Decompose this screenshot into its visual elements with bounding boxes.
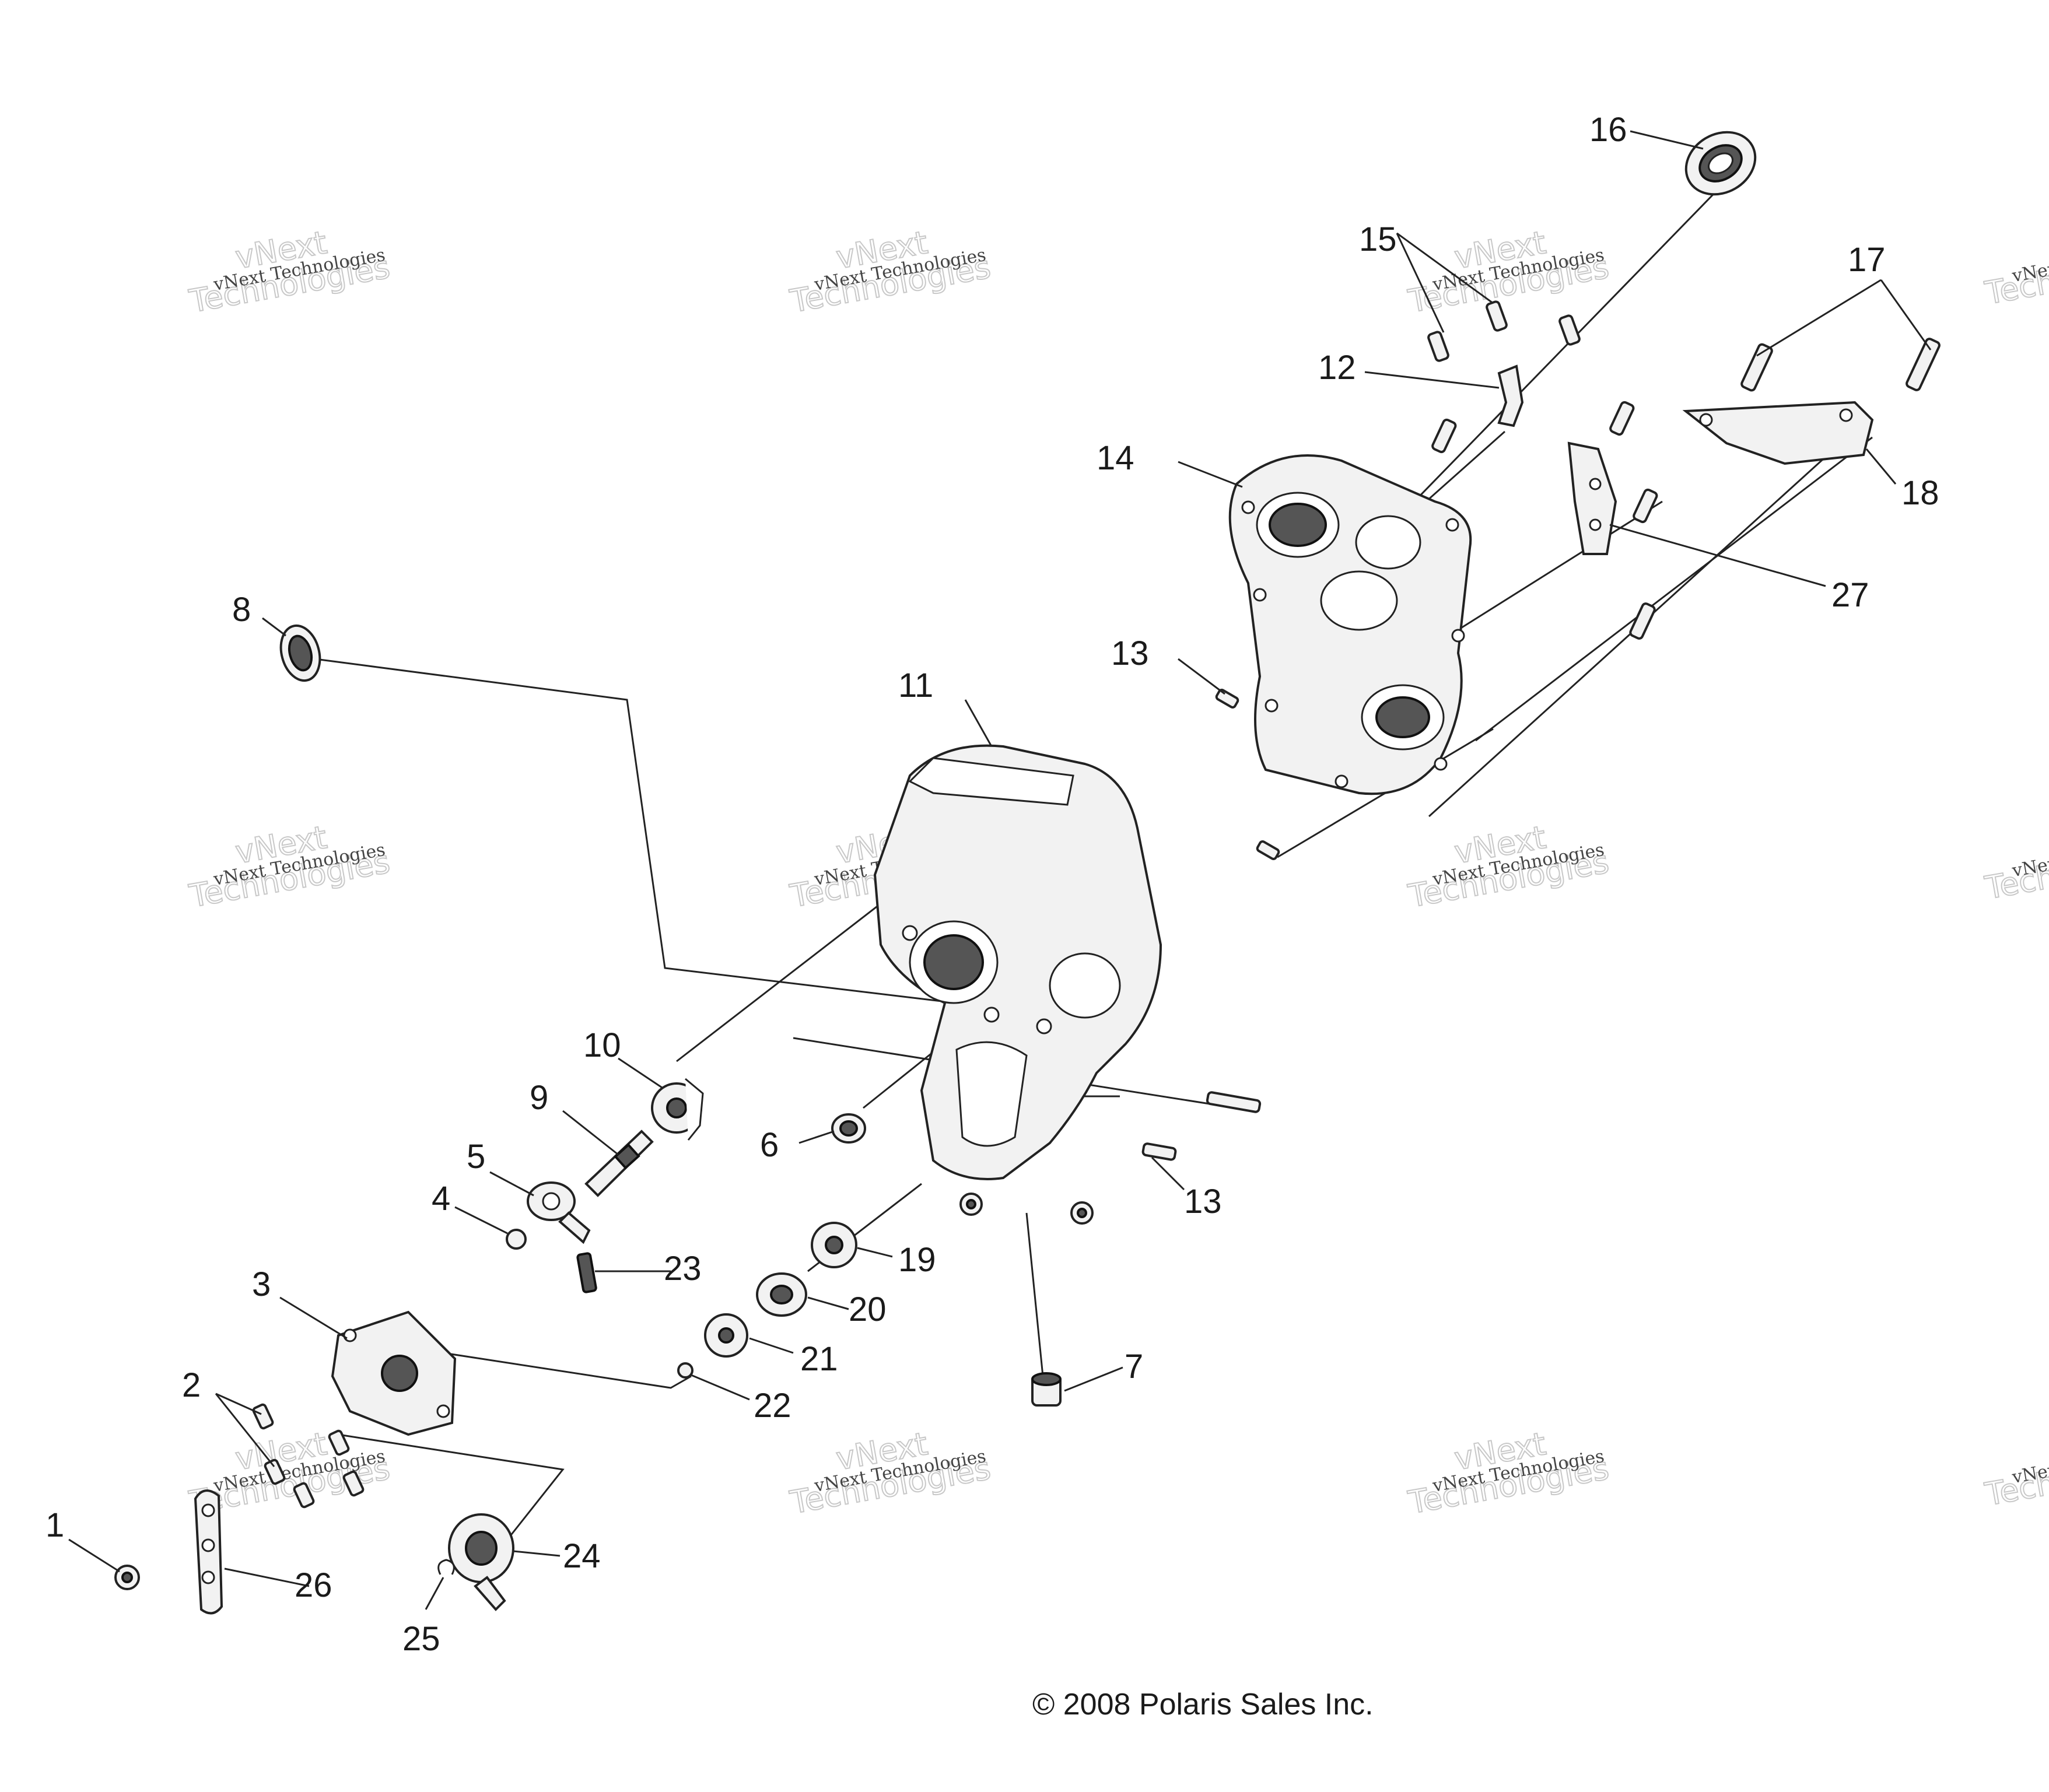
leader-lines <box>68 130 1932 1610</box>
callout-14: 14 <box>1097 439 1134 477</box>
callout-12: 12 <box>1318 349 1356 387</box>
callout-15: 15 <box>1359 220 1397 258</box>
watermark: Technologies vNext vNext Technologies <box>186 223 394 320</box>
bushing-part-6 <box>831 1113 866 1144</box>
svg-text:vNext Technologies: vNext Technologies <box>2010 236 2049 286</box>
watermark-edge: Technologies vNext Technologies <box>1981 831 2049 907</box>
callout-11: 11 <box>898 667 933 704</box>
plug-part-7 <box>1031 1372 1062 1407</box>
gearcase-housing-part-11 <box>873 744 1162 1180</box>
callout-20: 20 <box>849 1290 887 1328</box>
callout-labels: 1 2 3 4 5 6 7 8 9 10 11 12 13 13 14 15 1… <box>45 111 1939 1658</box>
nut-part-1 <box>114 1565 140 1590</box>
svg-text:vNext Technologies: vNext Technologies <box>2010 831 2049 881</box>
idler-part-24 <box>448 1513 514 1611</box>
oring-part-22 <box>677 1362 693 1379</box>
bolt-part-2 <box>252 1403 365 1509</box>
callout-7: 7 <box>1125 1348 1143 1386</box>
watermark: Technologies vNext vNext Technologies <box>1405 223 1613 320</box>
assembly-line-idler-24 <box>338 1433 565 1540</box>
callout-18: 18 <box>1901 474 1939 512</box>
copyright-notice: © 2008 Polaris Sales Inc. <box>1032 1688 1374 1721</box>
callout-8: 8 <box>232 591 251 629</box>
callout-26: 26 <box>295 1566 332 1604</box>
callout-27: 27 <box>1831 576 1869 614</box>
bracket-part-27 <box>1567 441 1617 555</box>
callout-21: 21 <box>800 1340 838 1378</box>
bracket-part-18 <box>1682 401 1874 465</box>
svg-text:vNext Technologies: vNext Technologies <box>2010 1437 2049 1488</box>
clip-part-25 <box>437 1559 455 1575</box>
callout-3: 3 <box>252 1265 271 1303</box>
assembly-line-seal-8 <box>314 658 957 1004</box>
callout-2: 2 <box>182 1366 201 1404</box>
callout-13-lower: 13 <box>1184 1183 1222 1221</box>
callout-5: 5 <box>467 1138 485 1176</box>
callout-17: 17 <box>1848 241 1886 279</box>
watermark: Technologies vNext vNext Technologies <box>787 1425 994 1521</box>
pin-part-13-lower <box>1141 1091 1262 1161</box>
watermark: Technologies vNext vNext Technologies <box>186 818 394 915</box>
callout-19: 19 <box>898 1241 936 1279</box>
callout-4: 4 <box>432 1180 450 1218</box>
shaft-part-9 <box>584 1130 654 1197</box>
strap-part-26 <box>194 1489 223 1615</box>
callout-24: 24 <box>563 1537 601 1575</box>
seal-part-16 <box>1684 131 1757 196</box>
gearcase-cover-part-14 <box>1228 454 1472 795</box>
watermark: Technologies vNext vNext Technologies <box>1405 1425 1613 1521</box>
bolt-part-17 <box>1431 338 1941 640</box>
parts <box>114 131 1941 1615</box>
assembly-line-cover-3 <box>443 1352 692 1389</box>
sprocket-part-21 <box>704 1313 748 1358</box>
spring-part-23 <box>576 1252 597 1293</box>
watermark: Technologies vNext vNext Technologies <box>787 223 994 320</box>
callout-1: 1 <box>45 1506 64 1544</box>
callout-16: 16 <box>1589 111 1627 149</box>
assembly-line-bolt-17 <box>1475 436 1873 742</box>
callout-10: 10 <box>583 1026 621 1064</box>
assembly-line-plug-7 <box>1025 1212 1045 1388</box>
watermark-edge: Technologies vNext Technologies <box>1981 236 2049 313</box>
washer-part-20 <box>756 1272 807 1317</box>
ring-part-4 <box>506 1229 527 1250</box>
assembly-line-bolt <box>1458 500 1663 631</box>
bolt-part-15 <box>1427 300 1581 362</box>
callout-25: 25 <box>402 1620 440 1658</box>
gear-part-19 <box>811 1222 857 1268</box>
cover-part-3 <box>331 1310 457 1436</box>
nut-part <box>959 1193 1094 1225</box>
callout-23: 23 <box>664 1250 702 1288</box>
callout-6: 6 <box>760 1126 779 1164</box>
watermark-edge: Technologies vNext Technologies <box>1981 1437 2049 1514</box>
gear-part-10 <box>651 1078 704 1141</box>
fitting-part-12 <box>1497 364 1524 427</box>
watermark: Technologies vNext vNext Technologies <box>1405 818 1613 915</box>
seal-part-8 <box>279 624 321 682</box>
callout-13: 13 <box>1111 634 1149 672</box>
lever-part-5 <box>527 1181 591 1244</box>
pin-part-13 <box>1215 689 1280 860</box>
callout-22: 22 <box>754 1387 791 1425</box>
callout-9: 9 <box>530 1079 548 1117</box>
